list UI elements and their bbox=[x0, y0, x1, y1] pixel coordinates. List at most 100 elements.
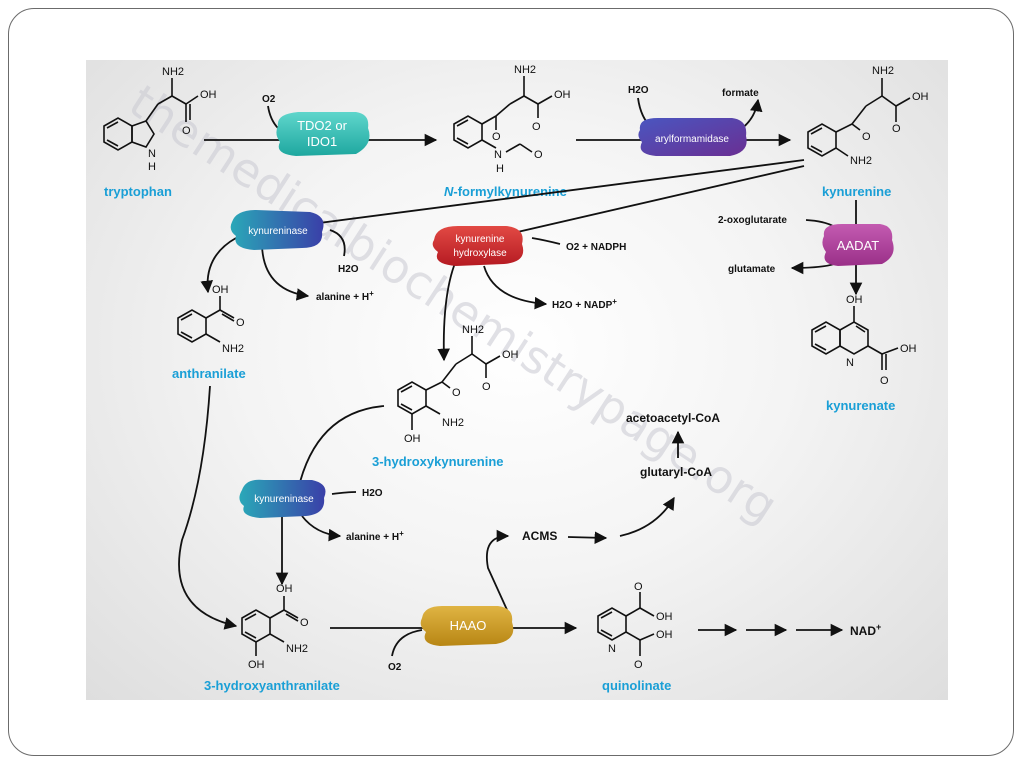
atom-oh-3: OH bbox=[912, 91, 929, 103]
atom-oh-10: OH bbox=[248, 659, 265, 671]
kmo-label-1: kynurenine bbox=[456, 234, 505, 245]
3-hydroxyanthranilate-structure: OH O NH2 OH bbox=[241, 583, 309, 671]
kynurenine-structure: NH2 OH O O NH2 bbox=[807, 65, 929, 167]
cofactor-alanine-1: alanine + H+ bbox=[316, 289, 374, 303]
atom-nh2-6: NH2 bbox=[462, 324, 484, 336]
enzyme-aadat: AADAT bbox=[822, 224, 894, 266]
atom-o-4: O bbox=[534, 149, 543, 161]
cofactor-o2-haao: O2 bbox=[388, 662, 402, 673]
label-acetoacetyl-coa: acetoacetyl-CoA bbox=[626, 411, 720, 425]
anthranilate-structure: OH O NH2 bbox=[177, 284, 245, 355]
h2o-nadp-curve bbox=[483, 265, 548, 310]
atom-o-5: O bbox=[892, 123, 901, 135]
arrow-acms-1 bbox=[567, 531, 608, 544]
atom-o-10: O bbox=[452, 387, 461, 399]
cofactor-h2o-nadp: H2O + NADP+ bbox=[552, 297, 617, 311]
atom-nh2-8: NH2 bbox=[286, 643, 308, 655]
atom-o-8: O bbox=[236, 317, 245, 329]
atom-oh-6: OH bbox=[212, 284, 229, 296]
atom-oh-4: OH bbox=[846, 294, 863, 306]
atom-o-11: O bbox=[300, 617, 309, 629]
atom-o: O bbox=[182, 125, 191, 137]
atom-nh2-5: NH2 bbox=[222, 343, 244, 355]
3-hydroxykynurenine-structure: NH2 OH O O NH2 OH bbox=[397, 324, 519, 445]
aadat-label: AADAT bbox=[837, 238, 879, 253]
atom-h-2: H bbox=[496, 163, 504, 175]
alanine-curve-2 bbox=[301, 515, 342, 542]
atom-oh-12: OH bbox=[656, 629, 673, 641]
enzyme-arylformamidase: arylformamidase bbox=[638, 118, 747, 156]
tdo2-label-1: TDO2 or bbox=[297, 118, 348, 133]
label-anthranilate: anthranilate bbox=[172, 366, 246, 381]
label-tryptophan: tryptophan bbox=[104, 184, 172, 199]
enzyme-kynureninase-2: kynureninase bbox=[239, 479, 326, 518]
atom-n-2: N bbox=[494, 149, 502, 161]
atom-oh-2: OH bbox=[554, 89, 571, 101]
cofactor-o2: O2 bbox=[262, 94, 276, 105]
n-formylkynurenine-structure: NH2 OH O O N H O bbox=[453, 64, 571, 175]
pathway-svg: themedicalbiochemistrypage.org NH2 OH O … bbox=[103, 64, 929, 693]
enzyme-tdo2: TDO2 or IDO1 bbox=[276, 112, 370, 156]
arylformamidase-label: arylformamidase bbox=[655, 134, 729, 145]
atom-nh2-7: NH2 bbox=[442, 417, 464, 429]
arrow-anthranilate-to-3haa bbox=[178, 385, 238, 630]
atom-oh-7: OH bbox=[502, 349, 519, 361]
atom-nh2: NH2 bbox=[162, 66, 184, 78]
kynurenine-pathway-diagram: themedicalbiochemistrypage.org NH2 OH O … bbox=[86, 60, 948, 700]
kynurenate-structure: OH N OH O bbox=[811, 294, 917, 387]
atom-nh2-3: NH2 bbox=[872, 65, 894, 77]
label-3-hydroxyanthranilate: 3-hydroxyanthranilate bbox=[204, 678, 340, 693]
tdo2-label-2: IDO1 bbox=[307, 134, 337, 149]
atom-n-3: N bbox=[846, 357, 854, 369]
label-3-hydroxykynurenine: 3-hydroxykynurenine bbox=[372, 454, 504, 469]
enzyme-kynureninase: kynureninase bbox=[230, 210, 324, 250]
haao-label: HAAO bbox=[450, 618, 487, 633]
tryptophan-structure: NH2 OH O N H bbox=[103, 66, 217, 173]
cofactor-alanine-2: alanine + H+ bbox=[346, 529, 404, 543]
atom-o-7: O bbox=[880, 375, 889, 387]
label-acms: ACMS bbox=[522, 529, 557, 543]
label-kynurenine: kynurenine bbox=[822, 184, 891, 199]
arrow-to-anthranilate bbox=[200, 237, 237, 294]
cofactor-h2o-kynureninase: H2O bbox=[338, 264, 359, 275]
o2-curve-haao bbox=[391, 629, 423, 657]
atom-oh-11: OH bbox=[656, 611, 673, 623]
label-glutaryl-coa: glutaryl-CoA bbox=[640, 465, 712, 479]
atom-nh2-2: NH2 bbox=[514, 64, 536, 76]
quinolinate-structure: O OH OH O N bbox=[597, 581, 673, 671]
atom-o-12: O bbox=[634, 581, 643, 593]
h2o-curve-kynureninase-2 bbox=[331, 491, 357, 495]
h2o-curve-kynureninase bbox=[329, 229, 346, 257]
atom-o-9: O bbox=[482, 381, 491, 393]
line-kyn-to-kmo bbox=[499, 165, 805, 237]
atom-o-13: O bbox=[634, 659, 643, 671]
atom-n: N bbox=[148, 148, 156, 160]
atom-o-2: O bbox=[532, 121, 541, 133]
line-3hk-to-kynureninase2 bbox=[297, 405, 385, 491]
atom-n-4: N bbox=[608, 643, 616, 655]
arrow-to-acms bbox=[486, 529, 510, 613]
o2-nadph-curve bbox=[531, 237, 561, 245]
kynureninase-label: kynureninase bbox=[248, 226, 308, 237]
cofactor-glutamate: glutamate bbox=[728, 264, 776, 275]
line-kyn-to-kynureninase bbox=[295, 159, 805, 227]
enzyme-kynurenine-hydroxylase: kynurenine hydroxylase bbox=[432, 226, 524, 266]
atom-o-3: O bbox=[492, 131, 501, 143]
atom-nh2-4: NH2 bbox=[850, 155, 872, 167]
alanine-curve-1 bbox=[261, 245, 310, 301]
cofactor-oxoglutarate: 2-oxoglutarate bbox=[718, 215, 787, 226]
label-kynurenate: kynurenate bbox=[826, 398, 895, 413]
cofactor-h2o-kynureninase-2: H2O bbox=[362, 488, 383, 499]
cofactor-h2o-a: H2O bbox=[628, 85, 649, 96]
atom-oh: OH bbox=[200, 89, 217, 101]
label-nad: NAD+ bbox=[850, 622, 881, 638]
atom-o-6: O bbox=[862, 131, 871, 143]
atom-h: H bbox=[148, 161, 156, 173]
atom-oh-8: OH bbox=[404, 433, 421, 445]
atom-oh-9: OH bbox=[276, 583, 293, 595]
cofactor-o2-nadph: O2 + NADPH bbox=[566, 242, 626, 253]
kynureninase-2-label: kynureninase bbox=[254, 494, 314, 505]
label-quinolinate: quinolinate bbox=[602, 678, 671, 693]
cofactor-formate: formate bbox=[722, 88, 759, 99]
kmo-label-2: hydroxylase bbox=[453, 248, 507, 259]
